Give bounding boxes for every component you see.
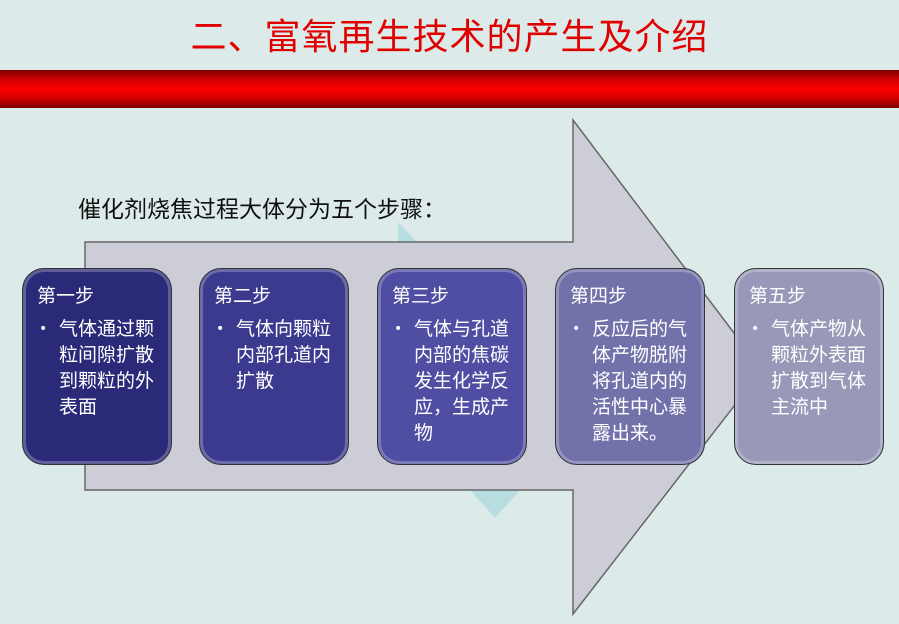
step-4: 第四步 反应后的气体产物脱附将孔道内的活性中心暴露出来。 — [555, 268, 705, 465]
step-heading: 第三步 — [392, 285, 450, 307]
step-2: 第二步 气体向颗粒内部孔道内扩散 — [199, 268, 349, 465]
step-5: 第五步 气体产物从颗粒外表面扩散到气体主流中 — [734, 268, 884, 465]
step-text: 气体向颗粒内部孔道内扩散 — [216, 316, 338, 394]
step-heading: 第二步 — [214, 285, 272, 307]
step-text: 反应后的气体产物脱附将孔道内的活性中心暴露出来。 — [572, 316, 694, 446]
slide-title: 二、富氧再生技术的产生及介绍 — [190, 17, 709, 58]
teal-accent — [398, 222, 420, 245]
subtitle: 催化剂烧焦过程大体分为五个步骤： — [78, 197, 446, 223]
step-heading: 第四步 — [570, 285, 628, 307]
step-1: 第一步 气体通过颗粒间隙扩散到颗粒的外表面 — [22, 268, 172, 465]
title-bar — [0, 70, 899, 108]
step-heading: 第一步 — [37, 285, 95, 307]
teal-accent — [470, 490, 520, 518]
step-text: 气体产物从颗粒外表面扩散到气体主流中 — [751, 316, 873, 420]
step-text: 气体通过颗粒间隙扩散到颗粒的外表面 — [39, 316, 161, 420]
step-text: 气体与孔道内部的焦碳发生化学反应，生成产物 — [394, 316, 516, 446]
step-heading: 第五步 — [749, 285, 807, 307]
step-3: 第三步 气体与孔道内部的焦碳发生化学反应，生成产物 — [377, 268, 527, 465]
